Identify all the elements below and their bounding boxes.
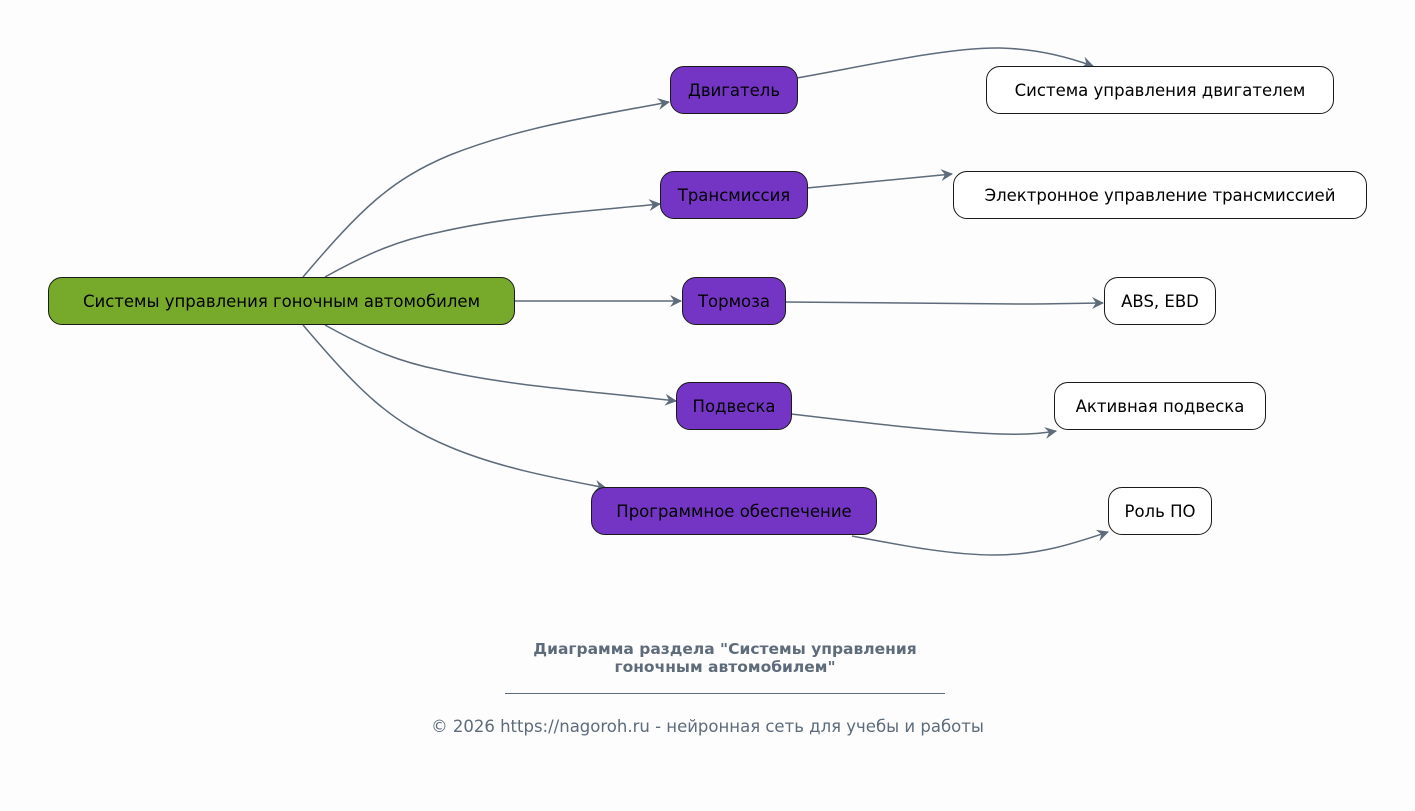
caption-divider bbox=[505, 693, 945, 694]
branch-node-label: Подвеска bbox=[692, 396, 776, 416]
leaf-node-label: ABS, EBD bbox=[1121, 291, 1199, 311]
edge-brakes-to-abs bbox=[785, 297, 1104, 310]
leaf-node-label: Электронное управление трансмиссией bbox=[984, 185, 1336, 205]
edge-root-to-suspension bbox=[324, 324, 677, 406]
root-node[interactable]: Системы управления гоночным автомобилем bbox=[48, 277, 515, 325]
leaf-node-label: Роль ПО bbox=[1124, 501, 1196, 521]
leaf-node-active-suspension[interactable]: Активная подвеска bbox=[1054, 382, 1266, 430]
branch-node-engine[interactable]: Двигатель bbox=[670, 66, 798, 114]
branch-node-brakes[interactable]: Тормоза bbox=[682, 277, 786, 325]
branch-node-label: Трансмиссия bbox=[677, 185, 791, 205]
branch-node-label: Двигатель bbox=[687, 80, 781, 100]
edge-engine-to-ecu bbox=[796, 47, 1094, 79]
branch-node-label: Тормоза bbox=[697, 291, 771, 311]
leaf-node-transmission-control[interactable]: Электронное управление трансмиссией bbox=[953, 171, 1367, 219]
leaf-node-engine-control[interactable]: Система управления двигателем bbox=[986, 66, 1334, 114]
leaf-node-software-role[interactable]: Роль ПО bbox=[1108, 487, 1212, 535]
leaf-node-label: Активная подвеска bbox=[1075, 396, 1245, 416]
edge-root-to-software bbox=[302, 324, 607, 492]
branch-node-suspension[interactable]: Подвеска bbox=[676, 382, 792, 430]
branch-node-transmission[interactable]: Трансмиссия bbox=[660, 171, 808, 219]
root-node-label: Системы управления гоночным автомобилем bbox=[82, 291, 481, 311]
copyright-footer: © 2026 https://nagoroh.ru - нейронная се… bbox=[431, 717, 984, 736]
leaf-node-label: Система управления двигателем bbox=[1014, 80, 1306, 100]
branch-node-software[interactable]: Программное обеспечение bbox=[591, 487, 877, 535]
edge-root-to-transmission bbox=[324, 199, 661, 278]
edge-root-to-engine bbox=[302, 98, 670, 278]
diagram-title: Диаграмма раздела "Системы управления го… bbox=[505, 640, 945, 676]
diagram-title-line-2: гоночным автомобилем" bbox=[614, 658, 836, 676]
edge-software-to-role bbox=[851, 529, 1109, 556]
diagram-title-line-1: Диаграмма раздела "Системы управления bbox=[533, 640, 917, 658]
edge-transmission-to-etc bbox=[806, 169, 953, 189]
branch-node-label: Программное обеспечение bbox=[616, 501, 852, 521]
edge-suspension-to-active bbox=[790, 413, 1057, 439]
leaf-node-abs-ebd[interactable]: ABS, EBD bbox=[1104, 277, 1216, 325]
